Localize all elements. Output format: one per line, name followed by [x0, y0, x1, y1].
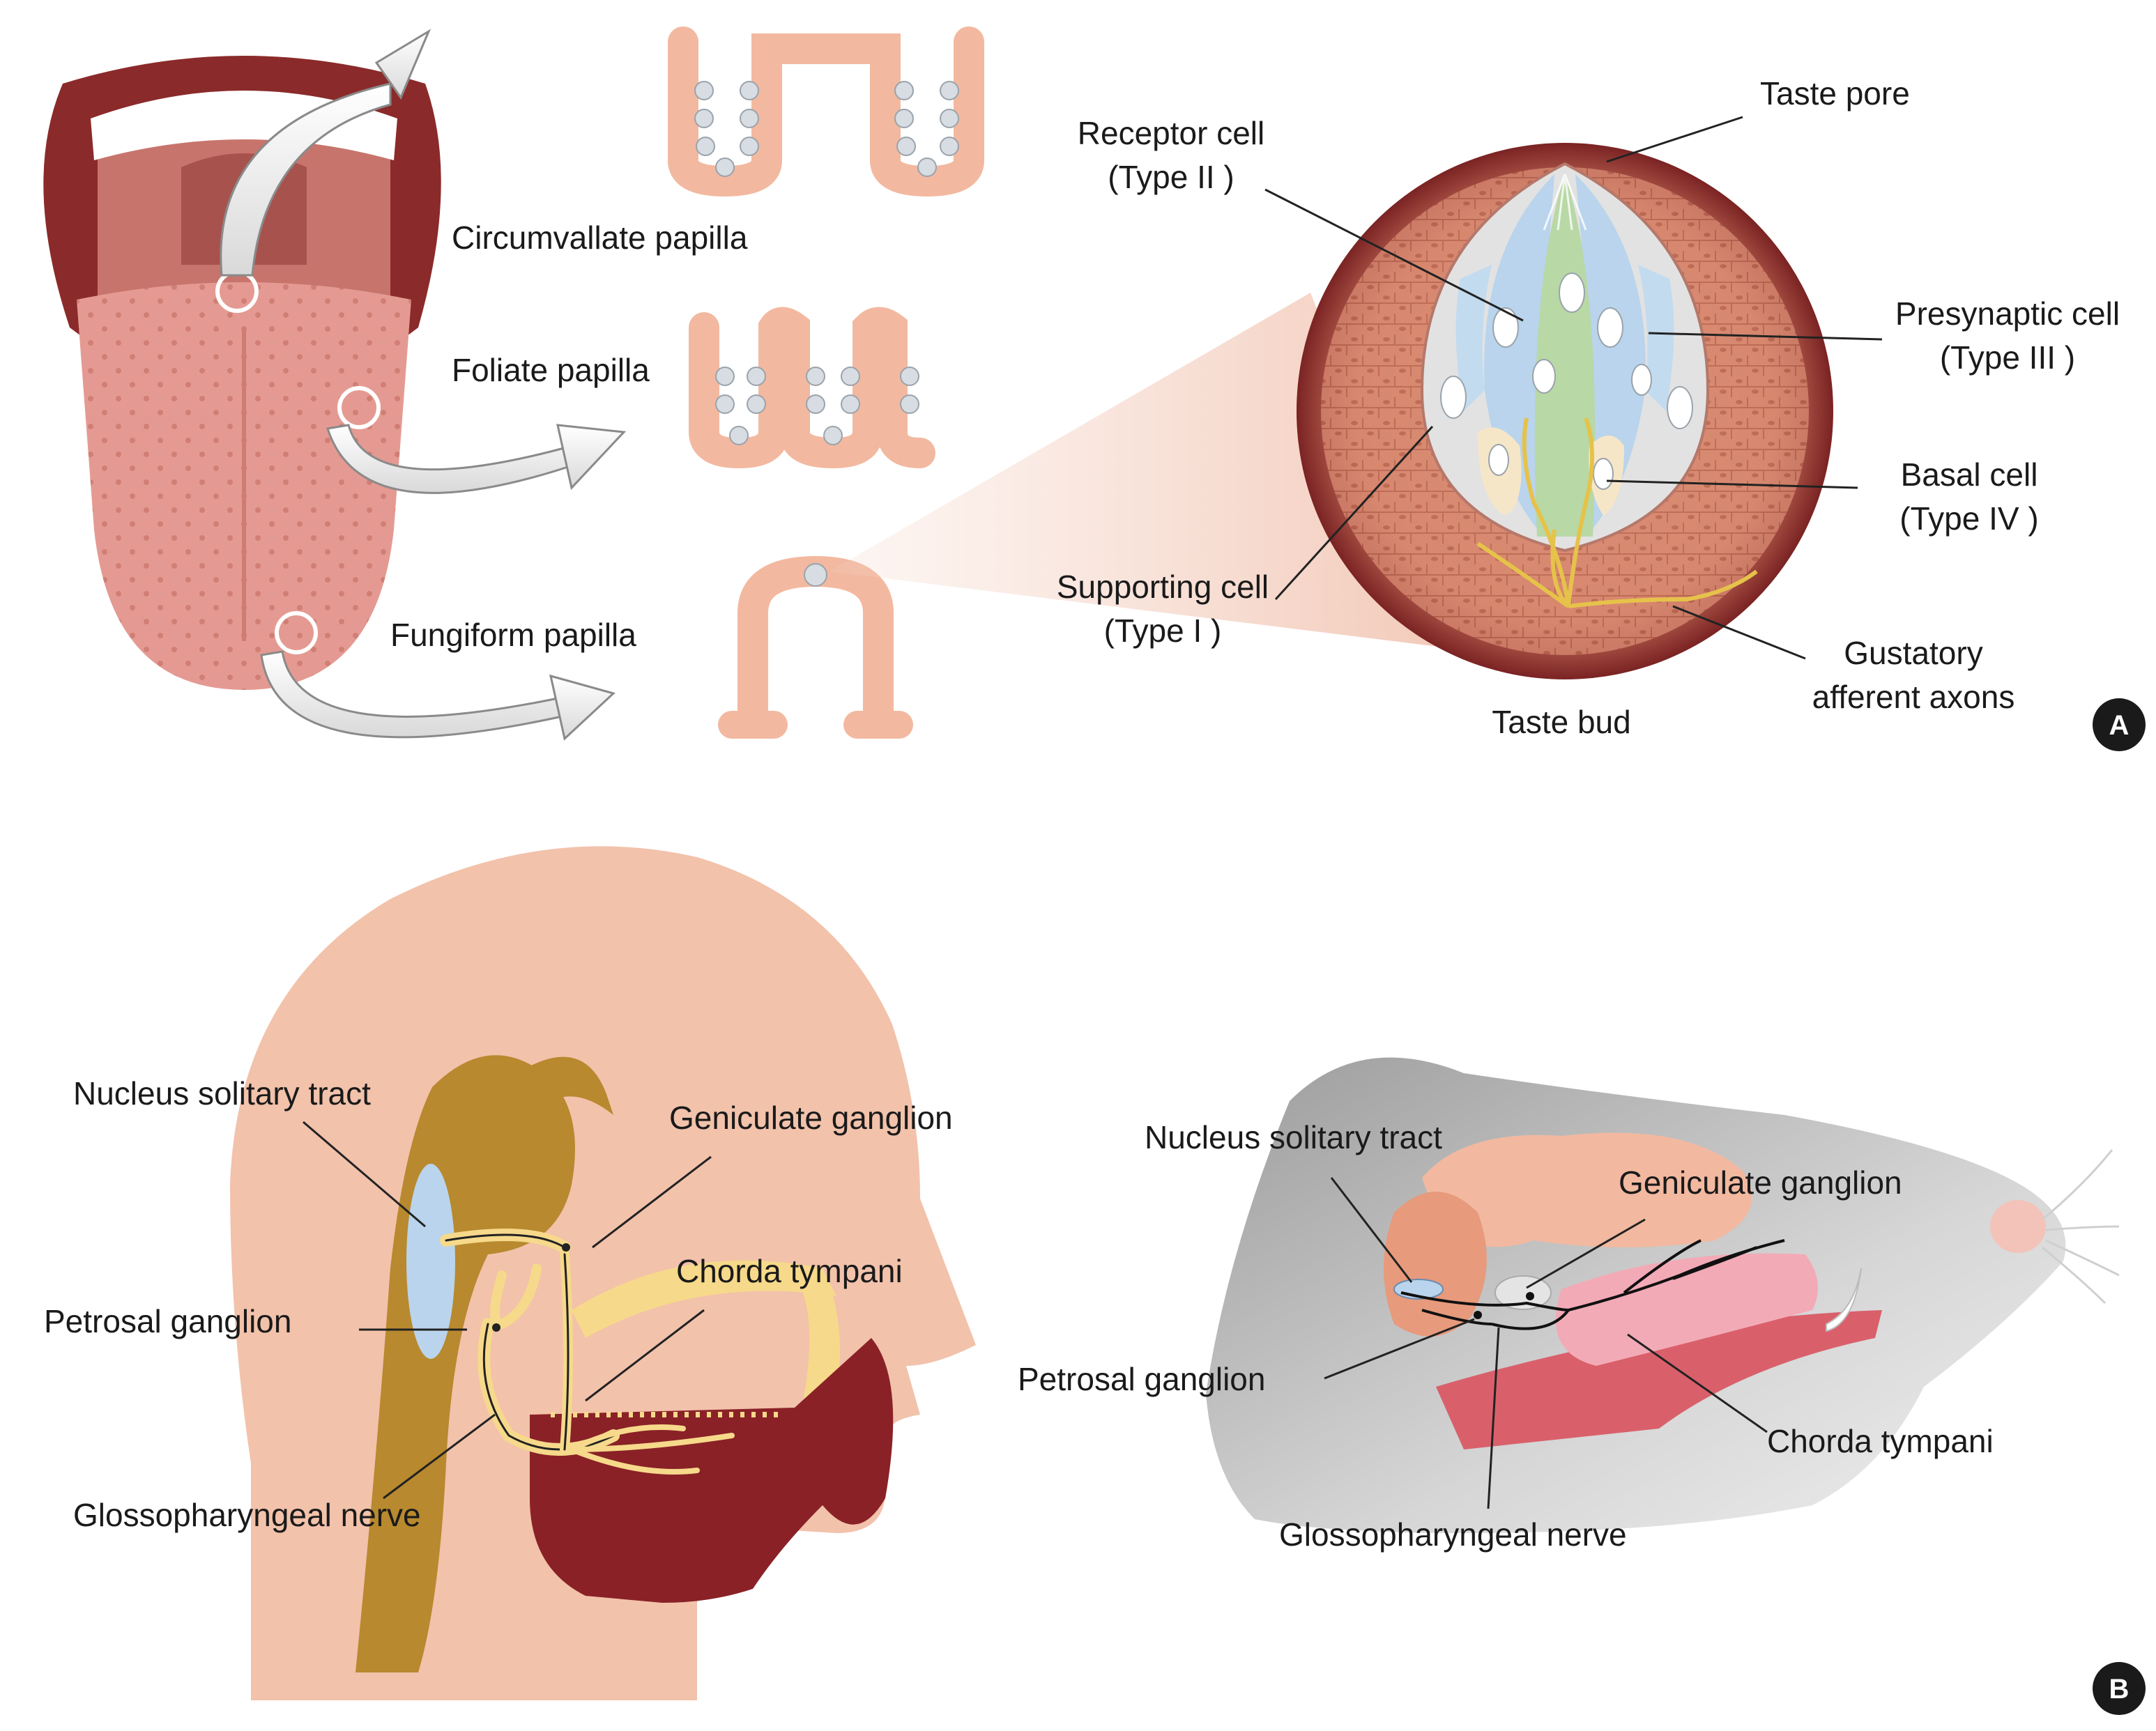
human-geniculate-label: Geniculate ganglion [669, 1100, 953, 1136]
rodent-nerves [1400, 1239, 1785, 1330]
circumvallate-papilla-illustration [668, 26, 984, 197]
panel-b-badge: B [2093, 1662, 2146, 1715]
rodent-whiskers [2042, 1149, 2120, 1305]
human-chorda-leader [585, 1309, 705, 1402]
human-nerves [440, 1229, 735, 1475]
receptor-cell-type: (Type II ) [1108, 159, 1234, 195]
zoom-fan [829, 293, 1450, 648]
foliate-papilla-illustration [689, 307, 935, 469]
panel-a-badge-text: A [2109, 710, 2130, 741]
arrow-fungiform-head [549, 674, 616, 741]
rodent-nose [1990, 1200, 2046, 1253]
receptor-cell-label: Receptor cell [1078, 115, 1264, 151]
rodent-glossopharyngeal-label: Glossopharyngeal nerve [1279, 1516, 1627, 1553]
rodent-incisor [1826, 1268, 1862, 1332]
afferent-axons [1476, 417, 1758, 608]
circumvallate-label: Circumvallate papilla [452, 220, 748, 256]
panel-a-badge: A [2093, 698, 2146, 751]
taste-bud-illustration [1297, 143, 1833, 679]
fungiform-papilla-illustration [718, 555, 913, 739]
human-geniculate-leader [592, 1155, 712, 1249]
human-chorda-label: Chorda tympani [676, 1253, 903, 1289]
foliate-site [337, 386, 381, 429]
human-nucleus-label: Nucleus solitary tract [73, 1075, 371, 1111]
basal-cell-label: Basal cell [1901, 456, 2038, 493]
nucleus-solitary-tract-blob [406, 1164, 455, 1359]
facial-nerve-band [572, 1260, 836, 1338]
basal-cell-type: (Type IV ) [1899, 500, 2038, 537]
fungiform-label: Fungiform papilla [390, 617, 636, 653]
rodent-oral-floor [1436, 1310, 1882, 1449]
human-glossopharyngeal-leader [383, 1413, 496, 1500]
human-nucleus-leader [303, 1121, 426, 1228]
afferent-axons-leader [1672, 605, 1806, 660]
rodent-nucleus-leader [1330, 1177, 1413, 1283]
panel-b-badge-text: B [2109, 1674, 2130, 1705]
taste-pore-label: Taste pore [1760, 75, 1910, 111]
fungiform-site [275, 611, 318, 654]
mouth-region [530, 1338, 894, 1603]
afferent-axons-label-2: afferent axons [1812, 679, 2015, 715]
rodent-head-illustration [1206, 1057, 2120, 1533]
basal-cell-leader [1606, 479, 1858, 489]
rodent-geniculate-label: Geniculate ganglion [1619, 1164, 1902, 1201]
rodent-petrosal-leader [1324, 1318, 1475, 1380]
human-glossopharyngeal-label: Glossopharyngeal nerve [73, 1497, 421, 1533]
receptor-cell-leader [1264, 188, 1524, 322]
rodent-brain [1422, 1132, 1752, 1247]
presynaptic-cell-type: (Type III ) [1940, 339, 2075, 376]
foliate-label: Foliate papilla [452, 352, 650, 388]
tongue-illustration [43, 56, 441, 690]
supporting-cell-label: Supporting cell [1057, 569, 1269, 605]
rodent-geniculate-blob [1494, 1275, 1552, 1310]
taste-bud-label: Taste bud [1492, 704, 1630, 740]
taste-pore-leader [1606, 116, 1743, 163]
rodent-tongue [1555, 1253, 1818, 1366]
supporting-cell-leader [1274, 425, 1434, 601]
arrow-circumvallate-head [374, 29, 431, 100]
supporting-cell-type: (Type I ) [1104, 613, 1222, 649]
rodent-nucleus-label: Nucleus solitary tract [1145, 1119, 1442, 1155]
presynaptic-cell-leader [1648, 332, 1883, 341]
human-head-illustration [230, 846, 976, 1700]
arrow-foliate-head [556, 424, 627, 491]
rodent-chorda-leader [1627, 1333, 1768, 1433]
presynaptic-cell-label: Presynaptic cell [1895, 295, 2120, 332]
rodent-petrosal-label: Petrosal ganglion [1018, 1361, 1265, 1397]
rodent-geniculate-leader [1526, 1218, 1646, 1289]
afferent-axons-label: Gustatory [1844, 635, 1982, 671]
human-petrosal-label: Petrosal ganglion [44, 1303, 291, 1339]
rodent-chorda-label: Chorda tympani [1767, 1423, 1994, 1459]
rodent-glossopharyngeal-leader [1487, 1327, 1500, 1509]
green-cell-shape [1534, 174, 1596, 537]
